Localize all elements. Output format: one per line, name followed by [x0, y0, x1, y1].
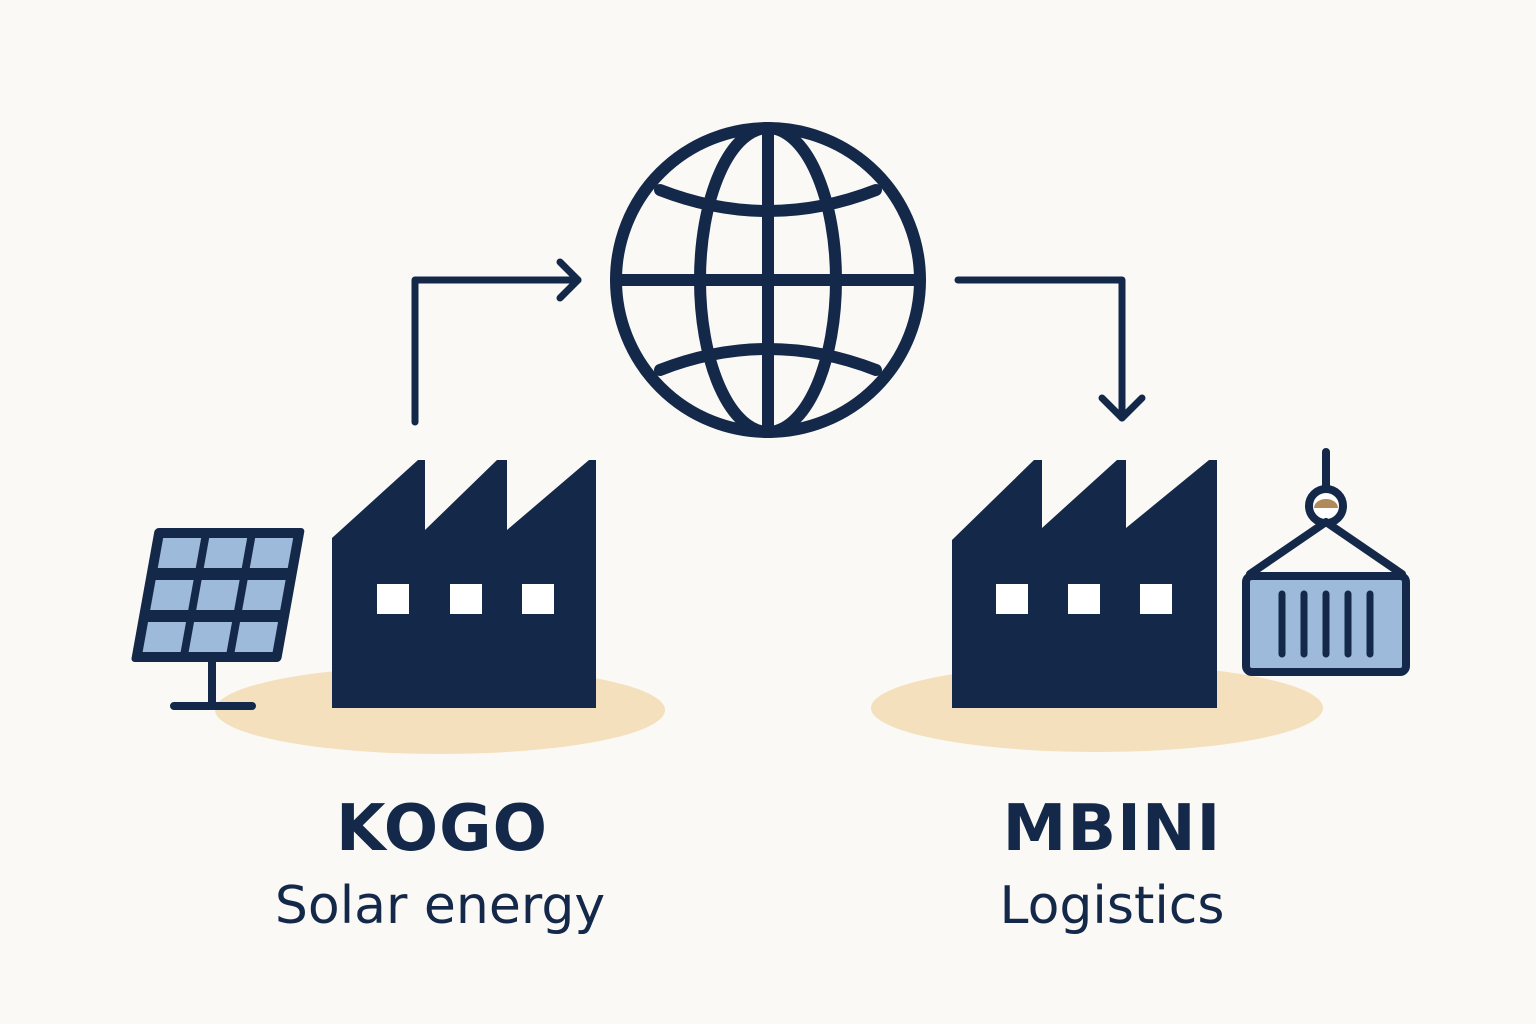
factory-window: [522, 584, 554, 614]
factory-window: [1140, 584, 1172, 614]
arrow-right-icon: [411, 258, 582, 426]
globe-icon: [610, 122, 926, 438]
factory-window: [377, 584, 409, 614]
factory-window: [1068, 584, 1100, 614]
shipping-container-icon: [1242, 448, 1410, 676]
node-right-name: MBINI: [1002, 792, 1222, 866]
node-right-description: Logistics: [999, 876, 1225, 936]
factory-right: [952, 460, 1217, 708]
factory-left: [332, 460, 596, 708]
factory-window: [996, 584, 1028, 614]
node-left-description: Solar energy: [274, 876, 606, 936]
node-left-name: KOGO: [335, 792, 549, 866]
solar-panel-icon: [131, 528, 305, 710]
factory-window: [450, 584, 482, 614]
arrow-down-icon: [954, 276, 1146, 422]
